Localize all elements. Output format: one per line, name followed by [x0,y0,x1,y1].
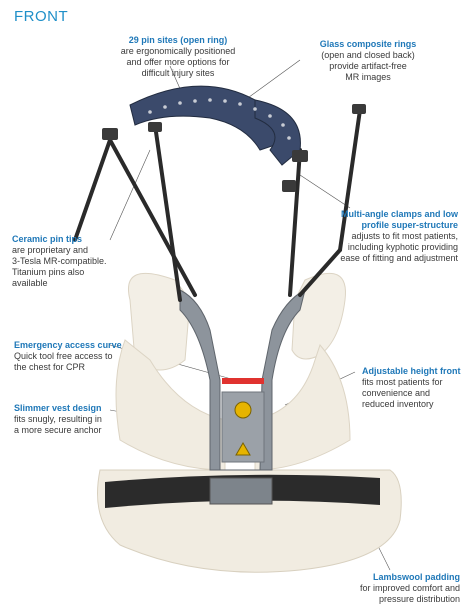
multi-angle-clamps [102,104,366,192]
callout-body: (open and closed back) provide artifact-… [321,50,415,82]
callout-title: Multi-angle clamps and low profile super… [340,209,458,230]
callout-clamps: Multi-angle clamps and low profile super… [328,209,458,264]
emergency-access-curve [222,378,264,384]
callout-title: 29 pin sites (open ring) [128,35,228,45]
callout-body: fits most patients for convenience and r… [362,377,443,409]
callout-lambswool: Lambswool padding for improved comfort a… [330,572,460,605]
callout-height: Adjustable height front fits most patien… [362,366,472,410]
page-heading: FRONT [14,8,69,25]
callout-body: Quick tool free access to the chest for … [14,351,113,372]
callout-body: for improved comfort and pressure distri… [359,583,460,604]
callout-glass-rings: Glass composite rings (open and closed b… [308,39,428,83]
callout-title: Emergency access curve [14,340,122,350]
caution-triangle-icon [235,442,251,456]
callout-title: Lambswool padding [373,572,460,582]
vest-frame [179,289,306,471]
callout-body: adjusts to fit most patients, including … [340,231,458,263]
callout-title: Glass composite rings [319,39,417,49]
callout-body: are ergonomically positioned and offer m… [120,46,236,78]
super-structure-posts [73,108,362,302]
callout-vest: Slimmer vest design fits snugly, resulti… [14,403,129,436]
callout-pin-sites: 29 pin sites (open ring) are ergonomical… [108,35,248,79]
belt-strap [105,474,380,508]
callout-body: fits snugly, resulting in a more secure … [14,414,102,435]
callout-pin-tips: Ceramic pin tips are proprietary and 3-T… [12,234,122,289]
warning-label-icon [234,401,252,419]
callout-title: Adjustable height front [362,366,461,376]
callout-emergency: Emergency access curve Quick tool free a… [14,340,134,373]
callout-body: are proprietary and 3-Tesla MR-compatibl… [12,245,107,288]
callout-title: Slimmer vest design [14,403,102,413]
callout-title: Ceramic pin tips [12,234,83,244]
halo-ring [129,85,301,166]
